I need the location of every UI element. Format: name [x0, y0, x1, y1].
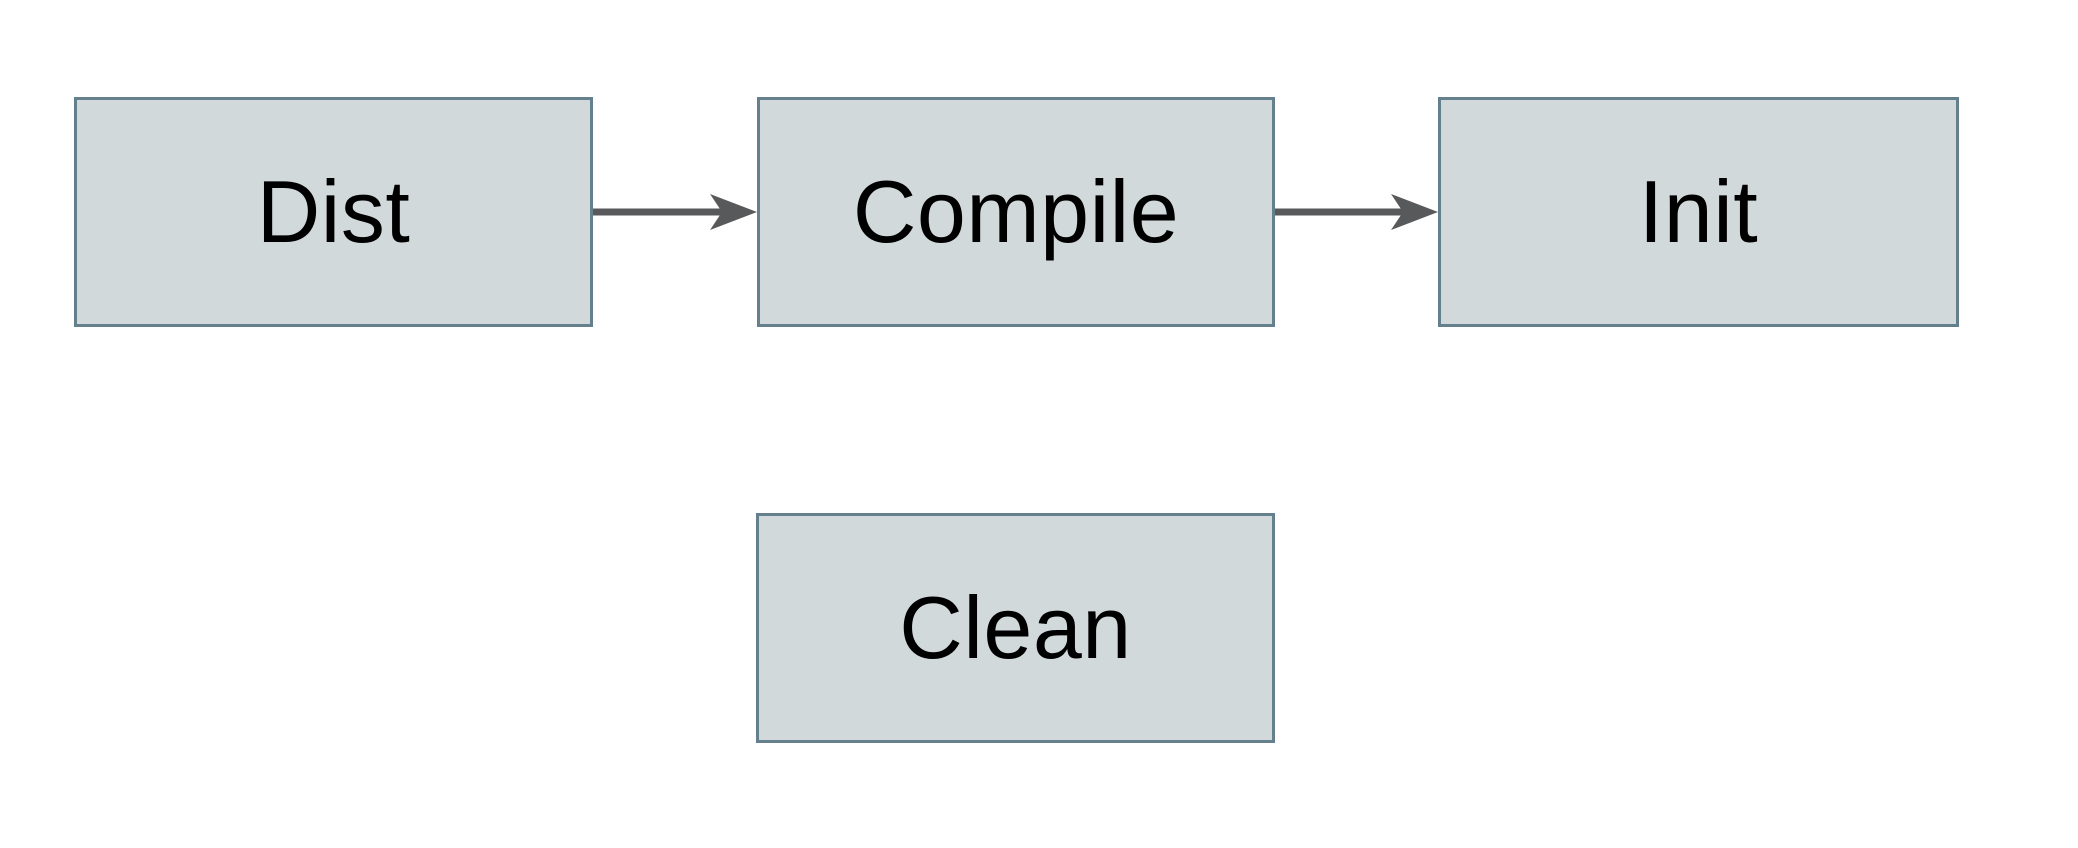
node-compile[interactable]: Compile [757, 97, 1275, 327]
node-init[interactable]: Init [1438, 97, 1959, 327]
node-init-label: Init [1638, 162, 1759, 261]
node-dist[interactable]: Dist [74, 97, 593, 327]
node-clean[interactable]: Clean [756, 513, 1275, 743]
node-dist-label: Dist [256, 162, 411, 261]
node-compile-label: Compile [852, 162, 1180, 261]
node-clean-label: Clean [899, 578, 1132, 677]
